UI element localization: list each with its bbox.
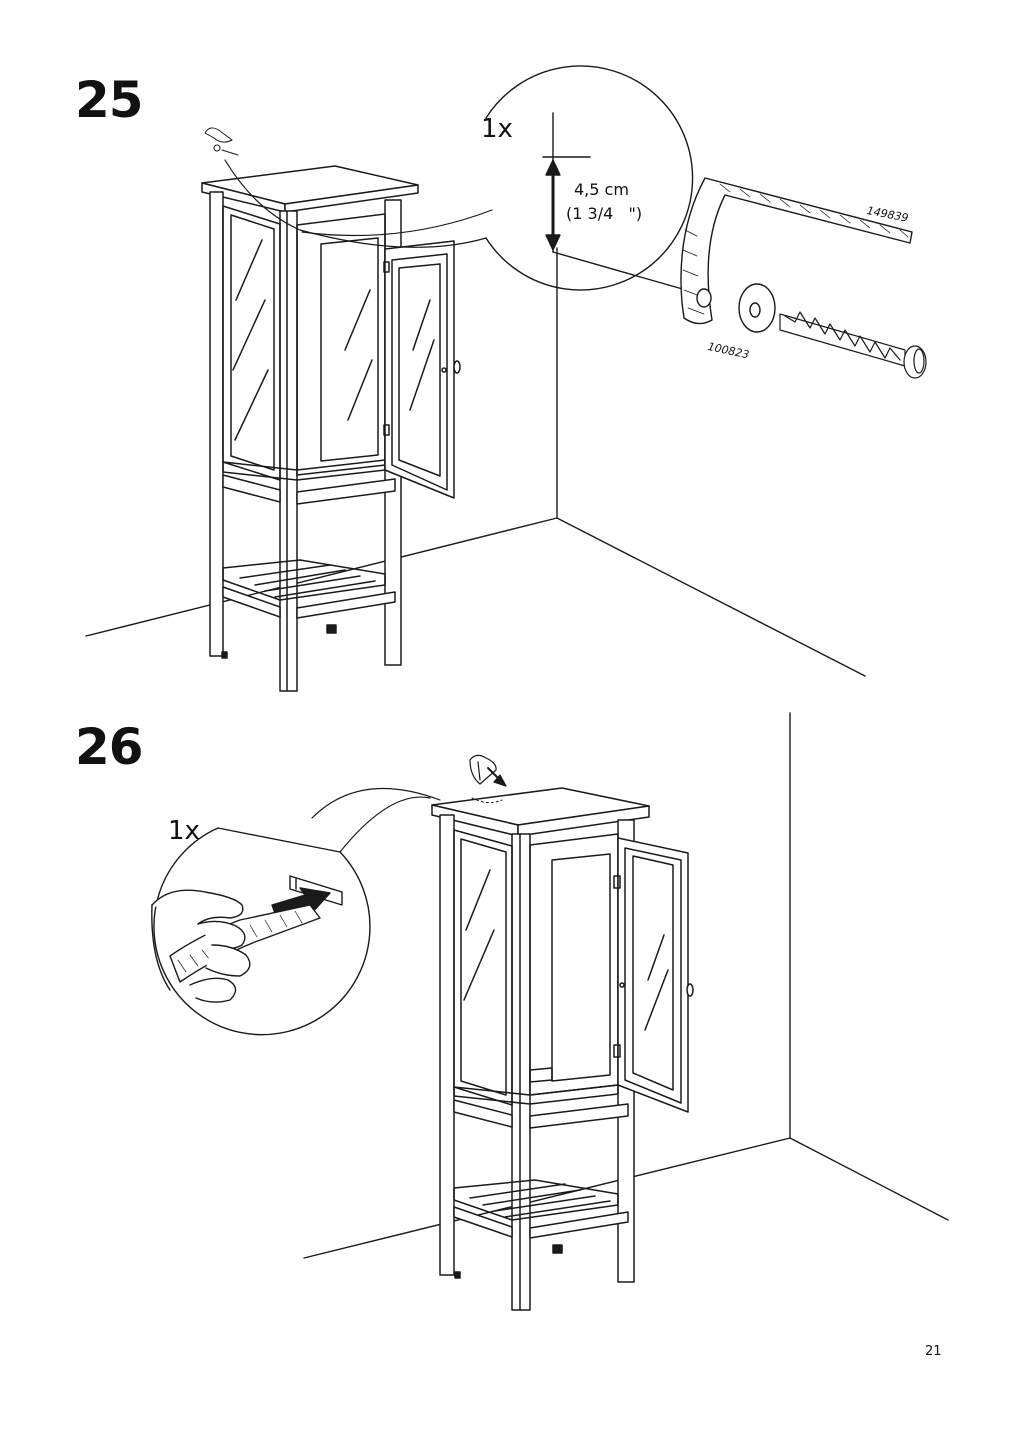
quantity-label-25: 1x bbox=[481, 114, 513, 144]
wall-fixing-detail-callout bbox=[225, 66, 700, 294]
strap-insert-icon bbox=[470, 755, 506, 786]
step-25-illustration bbox=[0, 0, 1012, 710]
quantity-label-26: 1x bbox=[168, 816, 200, 846]
washer-100823 bbox=[739, 284, 775, 332]
room-corner-lines-26 bbox=[304, 713, 948, 1258]
cabinet-step-26 bbox=[432, 788, 693, 1310]
screw bbox=[780, 312, 926, 378]
cabinet-step-25 bbox=[202, 166, 460, 691]
room-corner-lines bbox=[86, 248, 865, 676]
measurement-cm: 4,5 cm bbox=[574, 180, 629, 199]
step-number-25: 25 bbox=[75, 71, 144, 129]
small-strap-icon bbox=[205, 128, 238, 155]
page-number: 21 bbox=[925, 1344, 942, 1359]
strap-149839 bbox=[681, 178, 912, 324]
step-number-26: 26 bbox=[75, 718, 144, 776]
measurement-inches: (1 3/4 ") bbox=[566, 204, 643, 223]
